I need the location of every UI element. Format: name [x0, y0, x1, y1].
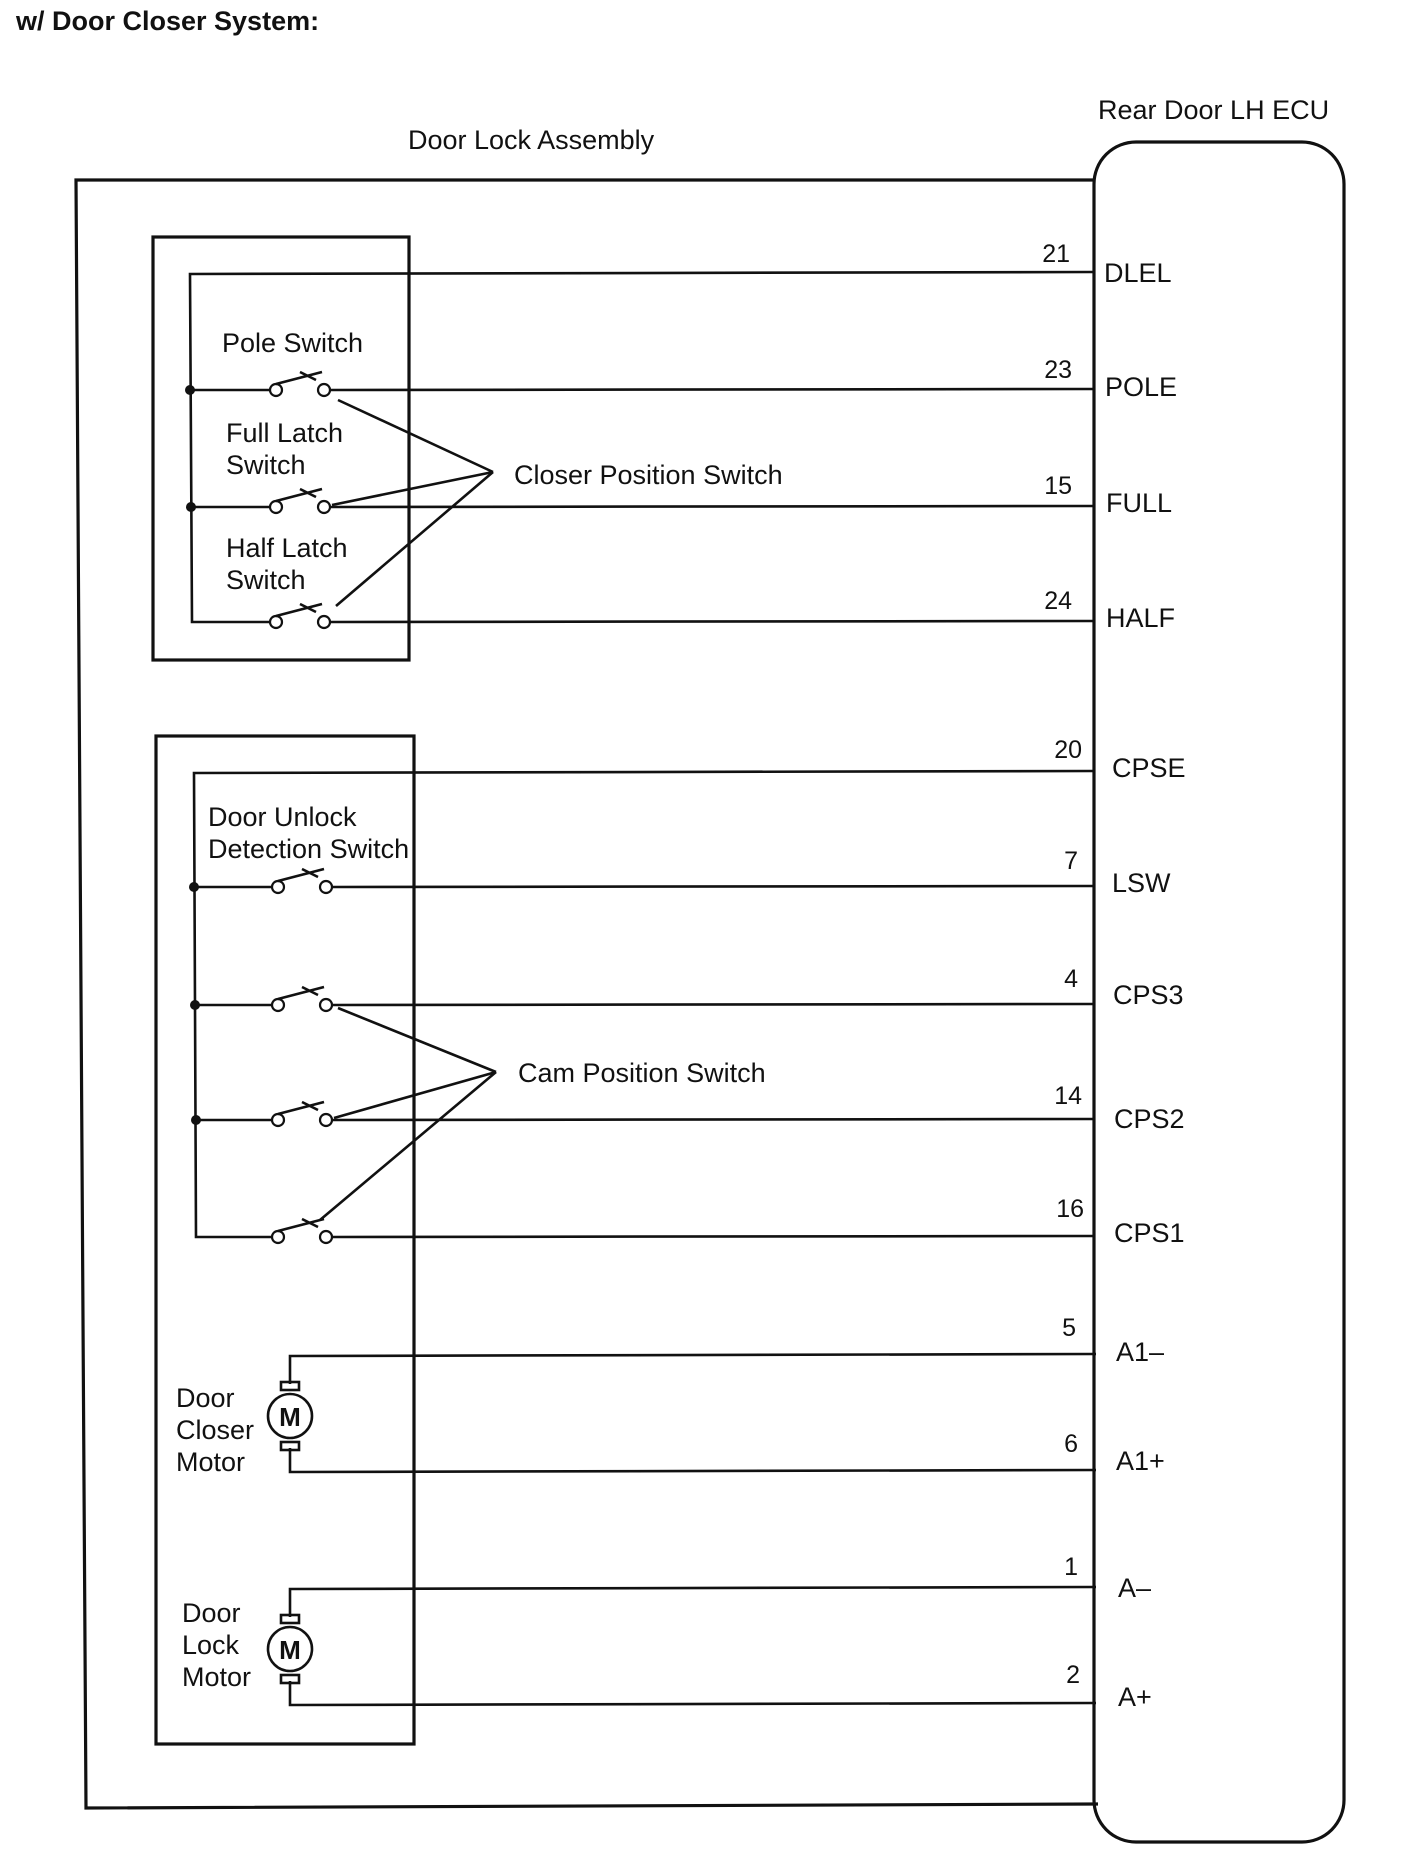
door-lock-motor-label-2: Lock	[182, 1630, 240, 1660]
door-closer-motor-symbol	[266, 1380, 314, 1452]
cps3-wire	[331, 1002, 1095, 1007]
a-minus-wire	[288, 1585, 1097, 1617]
junction-dot	[191, 1115, 201, 1125]
pin-name-lsw: LSW	[1112, 868, 1171, 898]
half-wire	[329, 619, 1095, 624]
cam-leader-1	[337, 1006, 497, 1074]
pole-wire	[329, 387, 1095, 392]
junction-dot	[189, 882, 199, 892]
pin-number-dlel: 21	[1042, 240, 1070, 268]
door-unlock-detection-switch	[270, 867, 334, 895]
lsw-wire	[331, 884, 1095, 889]
closer-switch-box	[151, 235, 411, 662]
cps2-wire	[331, 1117, 1095, 1122]
closer-leader-1	[337, 398, 494, 474]
door-unlock-label-1: Door Unlock	[208, 802, 357, 832]
pin-number-full: 15	[1044, 472, 1072, 500]
pin-name-cps2: CPS2	[1114, 1104, 1185, 1134]
door-lock-motor-label-1: Door	[182, 1598, 241, 1628]
pin-number-lsw: 7	[1064, 847, 1078, 875]
pin-number-a-minus: 1	[1064, 1553, 1078, 1581]
dlel-common-wire	[188, 270, 1095, 624]
pin-name-half: HALF	[1106, 603, 1175, 633]
pin-number-cps2: 14	[1054, 1082, 1082, 1110]
pin-name-cps3: CPS3	[1113, 980, 1184, 1010]
door-lock-motor-symbol	[266, 1613, 314, 1685]
cam-switch-3	[270, 985, 334, 1013]
pin-number-cpse: 20	[1054, 736, 1082, 764]
full-latch-label-1: Full Latch	[226, 418, 343, 448]
junction-dot	[185, 385, 195, 395]
door-unlock-label-2: Detection Switch	[208, 834, 409, 864]
half-latch-switch	[268, 602, 332, 630]
assembly-title: Door Lock Assembly	[408, 125, 655, 155]
a1-minus-wire	[288, 1352, 1097, 1384]
pin-number-cps3: 4	[1064, 965, 1078, 993]
pin-name-dlel: DLEL	[1104, 258, 1172, 288]
pin-number-half: 24	[1044, 587, 1072, 615]
cam-switch-box	[154, 734, 416, 1746]
closer-leader-3	[335, 471, 494, 607]
cam-switch-2	[270, 1100, 334, 1128]
pin-name-pole: POLE	[1105, 372, 1177, 402]
ecu-block	[1092, 140, 1346, 1844]
pin-number-pole: 23	[1044, 356, 1072, 384]
pin-name-a-minus: A–	[1118, 1573, 1151, 1603]
door-closer-motor-label-1: Door	[176, 1383, 235, 1413]
closer-position-switch-label: Closer Position Switch	[514, 460, 783, 490]
a1-plus-wire	[288, 1448, 1097, 1474]
pin-name-cpse: CPSE	[1112, 753, 1186, 783]
door-lock-motor-label-3: Motor	[182, 1662, 251, 1692]
pin-name-a-plus: A+	[1118, 1682, 1152, 1712]
cam-switch-1	[270, 1217, 334, 1245]
junction-dot	[190, 1000, 200, 1010]
full-wire	[329, 504, 1095, 509]
pin-number-a-plus: 2	[1066, 1661, 1080, 1689]
cam-leader-3	[319, 1071, 497, 1221]
pole-switch	[268, 370, 332, 398]
half-latch-label-2: Switch	[226, 565, 306, 595]
junction-dot	[186, 502, 196, 512]
pin-number-a1-minus: 5	[1062, 1314, 1076, 1342]
pin-number-a1-plus: 6	[1064, 1430, 1078, 1458]
cps1-wire	[331, 1234, 1095, 1239]
closer-leader-2	[331, 470, 494, 507]
door-closer-motor-m: M	[279, 1402, 301, 1432]
door-closer-motor-label-2: Closer	[176, 1415, 254, 1445]
pin-name-full: FULL	[1106, 488, 1172, 518]
pin-name-a1-plus: A1+	[1116, 1446, 1165, 1476]
a-plus-wire	[288, 1681, 1097, 1707]
assembly-frame	[74, 178, 1099, 1810]
diagram-header: w/ Door Closer System:	[15, 6, 319, 36]
half-latch-label-1: Half Latch	[226, 533, 348, 563]
ecu-title: Rear Door LH ECU	[1098, 95, 1329, 125]
pole-switch-label: Pole Switch	[222, 328, 363, 358]
full-latch-switch	[268, 487, 332, 515]
cam-leader-2	[333, 1070, 497, 1120]
pin-name-cps1: CPS1	[1114, 1218, 1185, 1248]
pin-number-cps1: 16	[1056, 1195, 1084, 1223]
full-latch-label-2: Switch	[226, 450, 306, 480]
door-lock-motor-m: M	[279, 1635, 301, 1665]
cam-position-switch-label: Cam Position Switch	[518, 1058, 766, 1088]
pin-name-a1-minus: A1–	[1116, 1337, 1164, 1367]
door-closer-motor-label-3: Motor	[176, 1447, 245, 1477]
